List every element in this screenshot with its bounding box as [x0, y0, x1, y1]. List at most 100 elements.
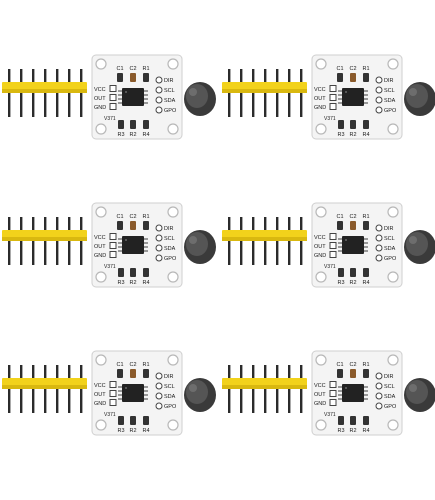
magnet-face	[186, 84, 208, 108]
mounting-hole	[315, 206, 327, 218]
mounting-hole	[167, 354, 179, 366]
pin-pad	[329, 251, 337, 258]
magnet-face	[186, 232, 208, 256]
header-plastic-shade	[2, 237, 87, 241]
magnet-highlight	[409, 236, 417, 244]
pin-label-dir: DIR	[164, 226, 174, 232]
smd-component	[363, 73, 369, 82]
part-label: C1	[336, 66, 343, 72]
smd-component	[130, 221, 136, 230]
pin-pad	[329, 390, 337, 397]
chip-lead	[364, 94, 368, 96]
mounting-hole	[167, 271, 179, 283]
smd-component	[130, 369, 136, 378]
pin-label-dir: DIR	[384, 226, 394, 232]
chip-lead	[338, 386, 342, 388]
mounting-hole	[387, 58, 399, 70]
magnet-face	[406, 232, 428, 256]
module-label: V371	[324, 412, 336, 418]
pin-pad	[155, 76, 163, 84]
pin-pad	[375, 76, 383, 84]
part-label: R4	[142, 428, 149, 434]
part-label: C1	[116, 214, 123, 220]
mounting-hole	[95, 271, 107, 283]
magnet-face	[186, 380, 208, 404]
smd-component	[118, 416, 124, 425]
pin-pad	[155, 86, 163, 94]
chip-lead	[118, 250, 122, 252]
chip-lead	[118, 390, 122, 392]
part-label: C2	[129, 214, 136, 220]
mounting-hole	[387, 206, 399, 218]
pin-label-gpo: GPO	[384, 256, 397, 262]
part-label: C2	[349, 214, 356, 220]
pin-pad	[329, 381, 337, 388]
smd-component	[337, 221, 343, 230]
mounting-hole	[167, 206, 179, 218]
chip-lead	[118, 94, 122, 96]
mounting-hole	[315, 419, 327, 431]
smd-component	[338, 416, 344, 425]
part-label: R2	[129, 280, 136, 286]
pin-label-vcc: VCC	[314, 235, 326, 241]
pin-label-sda: SDA	[164, 246, 176, 252]
part-label: C1	[116, 66, 123, 72]
magnet-highlight	[409, 88, 417, 96]
pin-label-gnd: GND	[94, 105, 106, 111]
pin-pad	[329, 242, 337, 249]
part-label: C2	[129, 66, 136, 72]
part-label: C2	[349, 362, 356, 368]
smd-component	[143, 73, 149, 82]
sensor-chip	[122, 88, 144, 106]
pin-label-gnd: GND	[94, 253, 106, 259]
magnet-highlight	[189, 88, 197, 96]
chip-lead	[118, 242, 122, 244]
pin-label-gnd: GND	[314, 105, 326, 111]
pin-label-sda: SDA	[164, 394, 176, 400]
pin-pad	[109, 233, 117, 240]
pin-label-gnd: GND	[314, 253, 326, 259]
pin-label-sda: SDA	[384, 98, 396, 104]
pin-pad	[155, 234, 163, 242]
smd-component	[338, 268, 344, 277]
part-label: R2	[349, 280, 356, 286]
magnet-disc	[184, 82, 216, 116]
chip-lead	[338, 90, 342, 92]
pin-label-out: OUT	[94, 244, 106, 250]
sensor-chip	[342, 384, 364, 402]
header-plastic-shade	[222, 237, 307, 241]
magnet-highlight	[409, 384, 417, 392]
part-label: R1	[142, 214, 149, 220]
part-label: R3	[337, 428, 344, 434]
chip-lead	[144, 390, 148, 392]
smd-component	[118, 268, 124, 277]
pin-label-vcc: VCC	[94, 235, 106, 241]
magnet-highlight	[189, 384, 197, 392]
smd-component	[143, 369, 149, 378]
chip-lead	[338, 242, 342, 244]
pin-label-vcc: VCC	[314, 383, 326, 389]
pin-pad	[375, 382, 383, 390]
chip-lead	[338, 94, 342, 96]
pin-label-sda: SDA	[384, 394, 396, 400]
pin-pad	[109, 85, 117, 92]
pin-label-scl: SCL	[164, 384, 175, 390]
part-label: R4	[362, 132, 369, 138]
module-label: V371	[324, 116, 336, 122]
pin-pad	[109, 399, 117, 406]
pin-pad	[155, 254, 163, 262]
part-label: R1	[362, 214, 369, 220]
part-label: R3	[337, 280, 344, 286]
pin-header	[222, 365, 307, 413]
part-label: R4	[362, 280, 369, 286]
smd-component	[143, 268, 149, 277]
chip-dot	[125, 239, 127, 241]
pin-label-vcc: VCC	[94, 383, 106, 389]
pin-label-gnd: GND	[314, 401, 326, 407]
pin-pad	[375, 244, 383, 252]
smd-component	[350, 416, 356, 425]
chip-lead	[364, 246, 368, 248]
mounting-hole	[387, 123, 399, 135]
